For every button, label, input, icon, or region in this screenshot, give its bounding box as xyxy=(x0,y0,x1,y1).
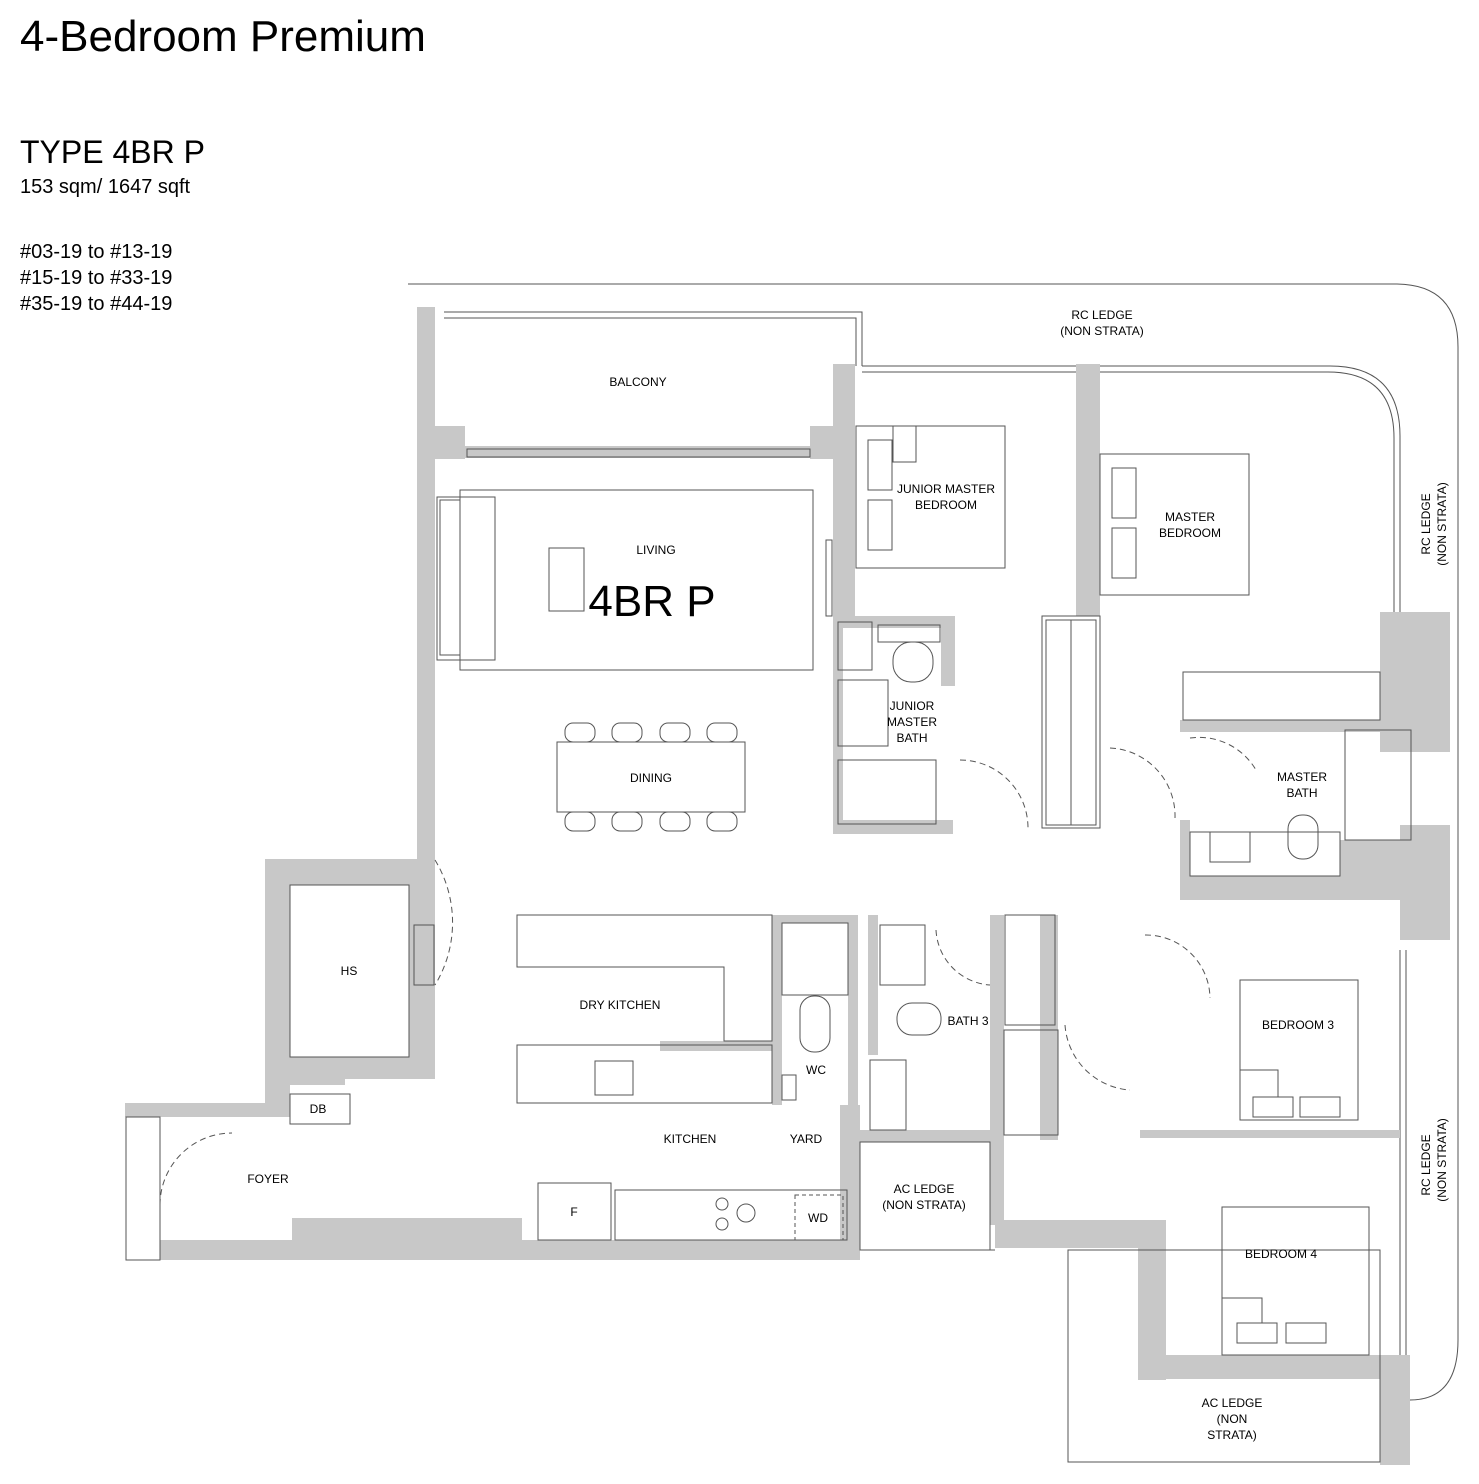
dining-label: DINING xyxy=(630,771,672,785)
fridge-label: F xyxy=(570,1205,577,1219)
master-bath-label-1: MASTER xyxy=(1277,770,1327,784)
junior-master-bath-label-2: MASTER xyxy=(887,715,937,729)
unit-range-2: #15-19 to #33-19 xyxy=(20,267,173,289)
junior-master-bath-label-3: BATH xyxy=(896,731,927,745)
rc-ledge-right-bottom-label-1: RC LEDGE xyxy=(1419,1134,1433,1195)
unit-type: TYPE 4BR P xyxy=(20,134,205,170)
ac-ledge-bottom-label-2: (NON xyxy=(1217,1412,1248,1426)
rc-ledge-outline xyxy=(408,283,1459,1401)
balcony-label: BALCONY xyxy=(609,375,666,389)
master-bath-label-2: BATH xyxy=(1286,786,1317,800)
ac-ledge-bottom-label-3: STRATA) xyxy=(1207,1428,1257,1442)
rc-ledge-right-top-label-2: (NON STRATA) xyxy=(1435,482,1449,566)
bedroom-4-label: BEDROOM 4 xyxy=(1245,1247,1317,1261)
unit-range-1: #03-19 to #13-19 xyxy=(20,241,173,263)
db-label: DB xyxy=(310,1102,327,1116)
kitchen-label: KITCHEN xyxy=(664,1132,717,1146)
plan-title: 4-Bedroom Premium xyxy=(20,12,426,61)
living-label: LIVING xyxy=(636,543,675,557)
rc-ledge-right-bottom-label-2: (NON STRATA) xyxy=(1435,1118,1449,1202)
junior-master-bedroom-label-2: BEDROOM xyxy=(915,498,977,512)
ac-ledge-bottom-label-1: AC LEDGE xyxy=(1202,1396,1263,1410)
foyer-label: FOYER xyxy=(247,1172,289,1186)
ac-ledge-mid-label-2: (NON STRATA) xyxy=(882,1198,966,1212)
master-bedroom-label-1: MASTER xyxy=(1165,510,1215,524)
yard-label: YARD xyxy=(790,1132,823,1146)
junior-master-bedroom-label-1: JUNIOR MASTER xyxy=(897,482,995,496)
plan-code-label: 4BR P xyxy=(588,577,715,626)
washer-dryer-label: WD xyxy=(808,1211,828,1225)
junior-master-bath-label-1: JUNIOR xyxy=(890,699,935,713)
room-labels: RC LEDGE (NON STRATA) BALCONY LIVING 4BR… xyxy=(247,308,1449,1442)
rc-ledge-top-label-2: (NON STRATA) xyxy=(1060,324,1144,338)
bedroom-3-label: BEDROOM 3 xyxy=(1262,1018,1334,1032)
dining-chairs xyxy=(564,722,738,832)
interior-lines xyxy=(125,425,1412,1463)
dry-kitchen-label: DRY KITCHEN xyxy=(580,998,661,1012)
master-bedroom-label-2: BEDROOM xyxy=(1159,526,1221,540)
wc-label: WC xyxy=(806,1063,826,1077)
rc-ledge-right-top-label-1: RC LEDGE xyxy=(1419,493,1433,554)
unit-range-3: #35-19 to #44-19 xyxy=(20,293,173,315)
ac-ledge-mid-label-1: AC LEDGE xyxy=(894,1182,955,1196)
rc-ledge-top-label-1: RC LEDGE xyxy=(1071,308,1132,322)
unit-area: 153 sqm/ 1647 sqft xyxy=(20,176,191,198)
walls xyxy=(125,307,1450,1465)
hs-label: HS xyxy=(341,964,358,978)
door-swings xyxy=(159,736,1257,1206)
bath-3-label: BATH 3 xyxy=(947,1014,988,1028)
